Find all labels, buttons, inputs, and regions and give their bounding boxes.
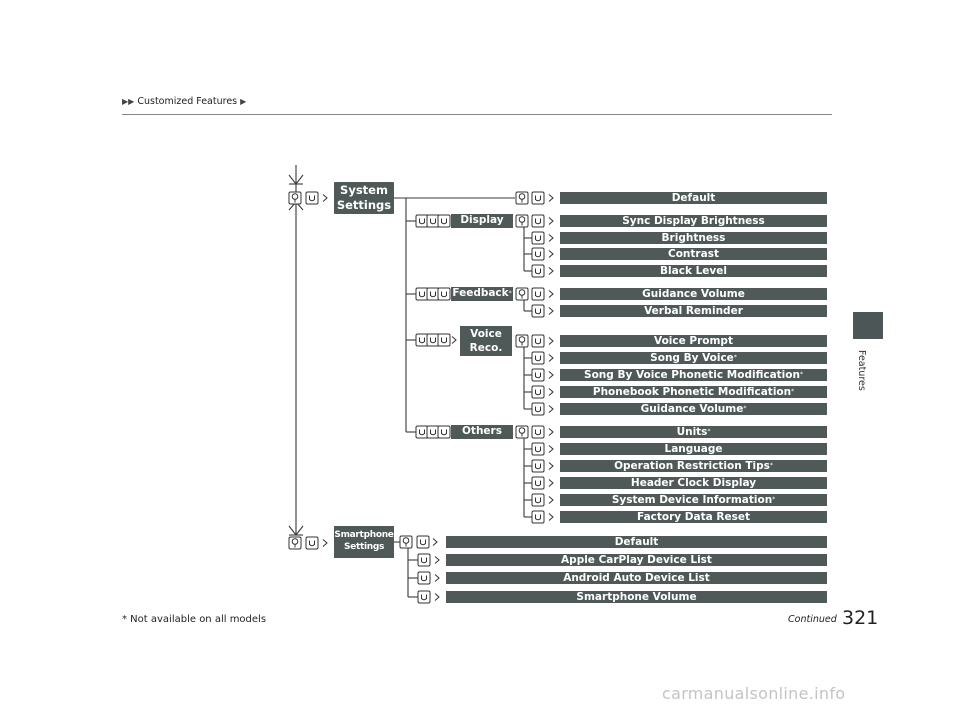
menu-item-label: Guidance Volume bbox=[640, 403, 744, 415]
menu-item-star: * bbox=[707, 428, 711, 435]
menu-item-label: System Device Information bbox=[611, 494, 773, 506]
smartphone-menu-item: Apple CarPlay Device List bbox=[446, 554, 827, 566]
system-settings-line2: Settings bbox=[336, 198, 392, 212]
menu-item-label: Song By Voice Phonetic Modification bbox=[584, 369, 800, 381]
menu-item: Song By Voice* bbox=[560, 352, 827, 364]
menu-item-label: Language bbox=[664, 443, 723, 455]
smartphone-menu-item: Android Auto Device List bbox=[446, 572, 827, 584]
section-tab bbox=[853, 312, 883, 339]
continued-label: Continued bbox=[788, 614, 837, 625]
watermark: carmanualsonline.info bbox=[662, 684, 846, 703]
menu-item: Guidance Volume* bbox=[560, 403, 827, 415]
feedback-category: Feedback* bbox=[451, 287, 513, 301]
menu-item: Guidance Volume bbox=[560, 288, 827, 300]
smartphone-menu-item: Default bbox=[446, 536, 827, 548]
menu-item-label: Song By Voice bbox=[650, 352, 734, 364]
footnote: * Not available on all models bbox=[122, 614, 267, 625]
smartphone-menu-item: Smartphone Volume bbox=[446, 591, 827, 603]
menu-item: Language bbox=[560, 443, 827, 455]
breadcrumb-label: Customized Features bbox=[137, 96, 238, 107]
menu-item: Brightness bbox=[560, 232, 827, 244]
menu-item: Contrast bbox=[560, 248, 827, 260]
menu-item-star: * bbox=[743, 405, 747, 412]
system-default-item: Default bbox=[560, 192, 827, 204]
menu-item: Black Level bbox=[560, 265, 827, 277]
menu-item: Phonebook Phonetic Modification* bbox=[560, 386, 827, 398]
smartphone-settings-line1: Smartphone bbox=[334, 530, 394, 540]
menu-item: Header Clock Display bbox=[560, 477, 827, 489]
voice-reco-line1: Voice bbox=[470, 328, 502, 340]
menu-item: Sync Display Brightness bbox=[560, 215, 827, 227]
menu-item-label: Header Clock Display bbox=[630, 477, 757, 489]
feedback-category-star: * bbox=[508, 290, 512, 297]
display-category: Display bbox=[451, 214, 513, 228]
menu-item: System Device Information* bbox=[560, 494, 827, 506]
menu-item-star: * bbox=[769, 462, 773, 469]
menu-item-label: Black Level bbox=[660, 265, 727, 277]
breadcrumb-arrow-icon: ▶ bbox=[240, 97, 247, 106]
header-divider bbox=[122, 114, 832, 115]
menu-item: Factory Data Reset bbox=[560, 511, 827, 523]
menu-item-star: * bbox=[791, 388, 795, 395]
voice-reco-line2: Reco. bbox=[469, 342, 503, 354]
menu-item: Voice Prompt bbox=[560, 335, 827, 347]
section-tab-label: Features bbox=[856, 350, 867, 391]
smartphone-settings-line2: Settings bbox=[343, 542, 385, 552]
menu-item-star: * bbox=[772, 496, 776, 503]
voice-reco-category: Voice Reco. bbox=[460, 326, 512, 356]
feedback-category-label: Feedback bbox=[452, 287, 509, 299]
menu-item-label: Contrast bbox=[668, 248, 719, 260]
menu-item: Verbal Reminder bbox=[560, 305, 827, 317]
smartphone-settings-label: Smartphone Settings bbox=[334, 526, 394, 558]
menu-item-label: Brightness bbox=[661, 232, 726, 244]
system-settings-label: System Settings bbox=[334, 182, 394, 214]
menu-item: Operation Restriction Tips* bbox=[560, 460, 827, 472]
menu-item-label: Operation Restriction Tips bbox=[614, 460, 770, 472]
menu-item-label: Voice Prompt bbox=[654, 335, 733, 347]
page-number: 321 bbox=[842, 607, 879, 629]
menu-item-label: Sync Display Brightness bbox=[622, 215, 765, 227]
menu-item: Song By Voice Phonetic Modification* bbox=[560, 369, 827, 381]
system-settings-line1: System bbox=[340, 183, 388, 197]
menu-item-star: * bbox=[733, 354, 737, 361]
others-category: Others bbox=[451, 425, 513, 439]
menu-item: Units* bbox=[560, 426, 827, 438]
breadcrumb: ▶▶ Customized Features ▶ bbox=[122, 96, 246, 107]
menu-item-label: Guidance Volume bbox=[642, 288, 745, 300]
menu-item-label: Units bbox=[676, 426, 708, 438]
menu-item-label: Phonebook Phonetic Modification bbox=[592, 386, 792, 398]
breadcrumb-arrow-icon: ▶▶ bbox=[122, 97, 135, 106]
menu-item-label: Verbal Reminder bbox=[644, 305, 743, 317]
menu-item-label: Factory Data Reset bbox=[637, 511, 750, 523]
menu-item-star: * bbox=[799, 371, 803, 378]
